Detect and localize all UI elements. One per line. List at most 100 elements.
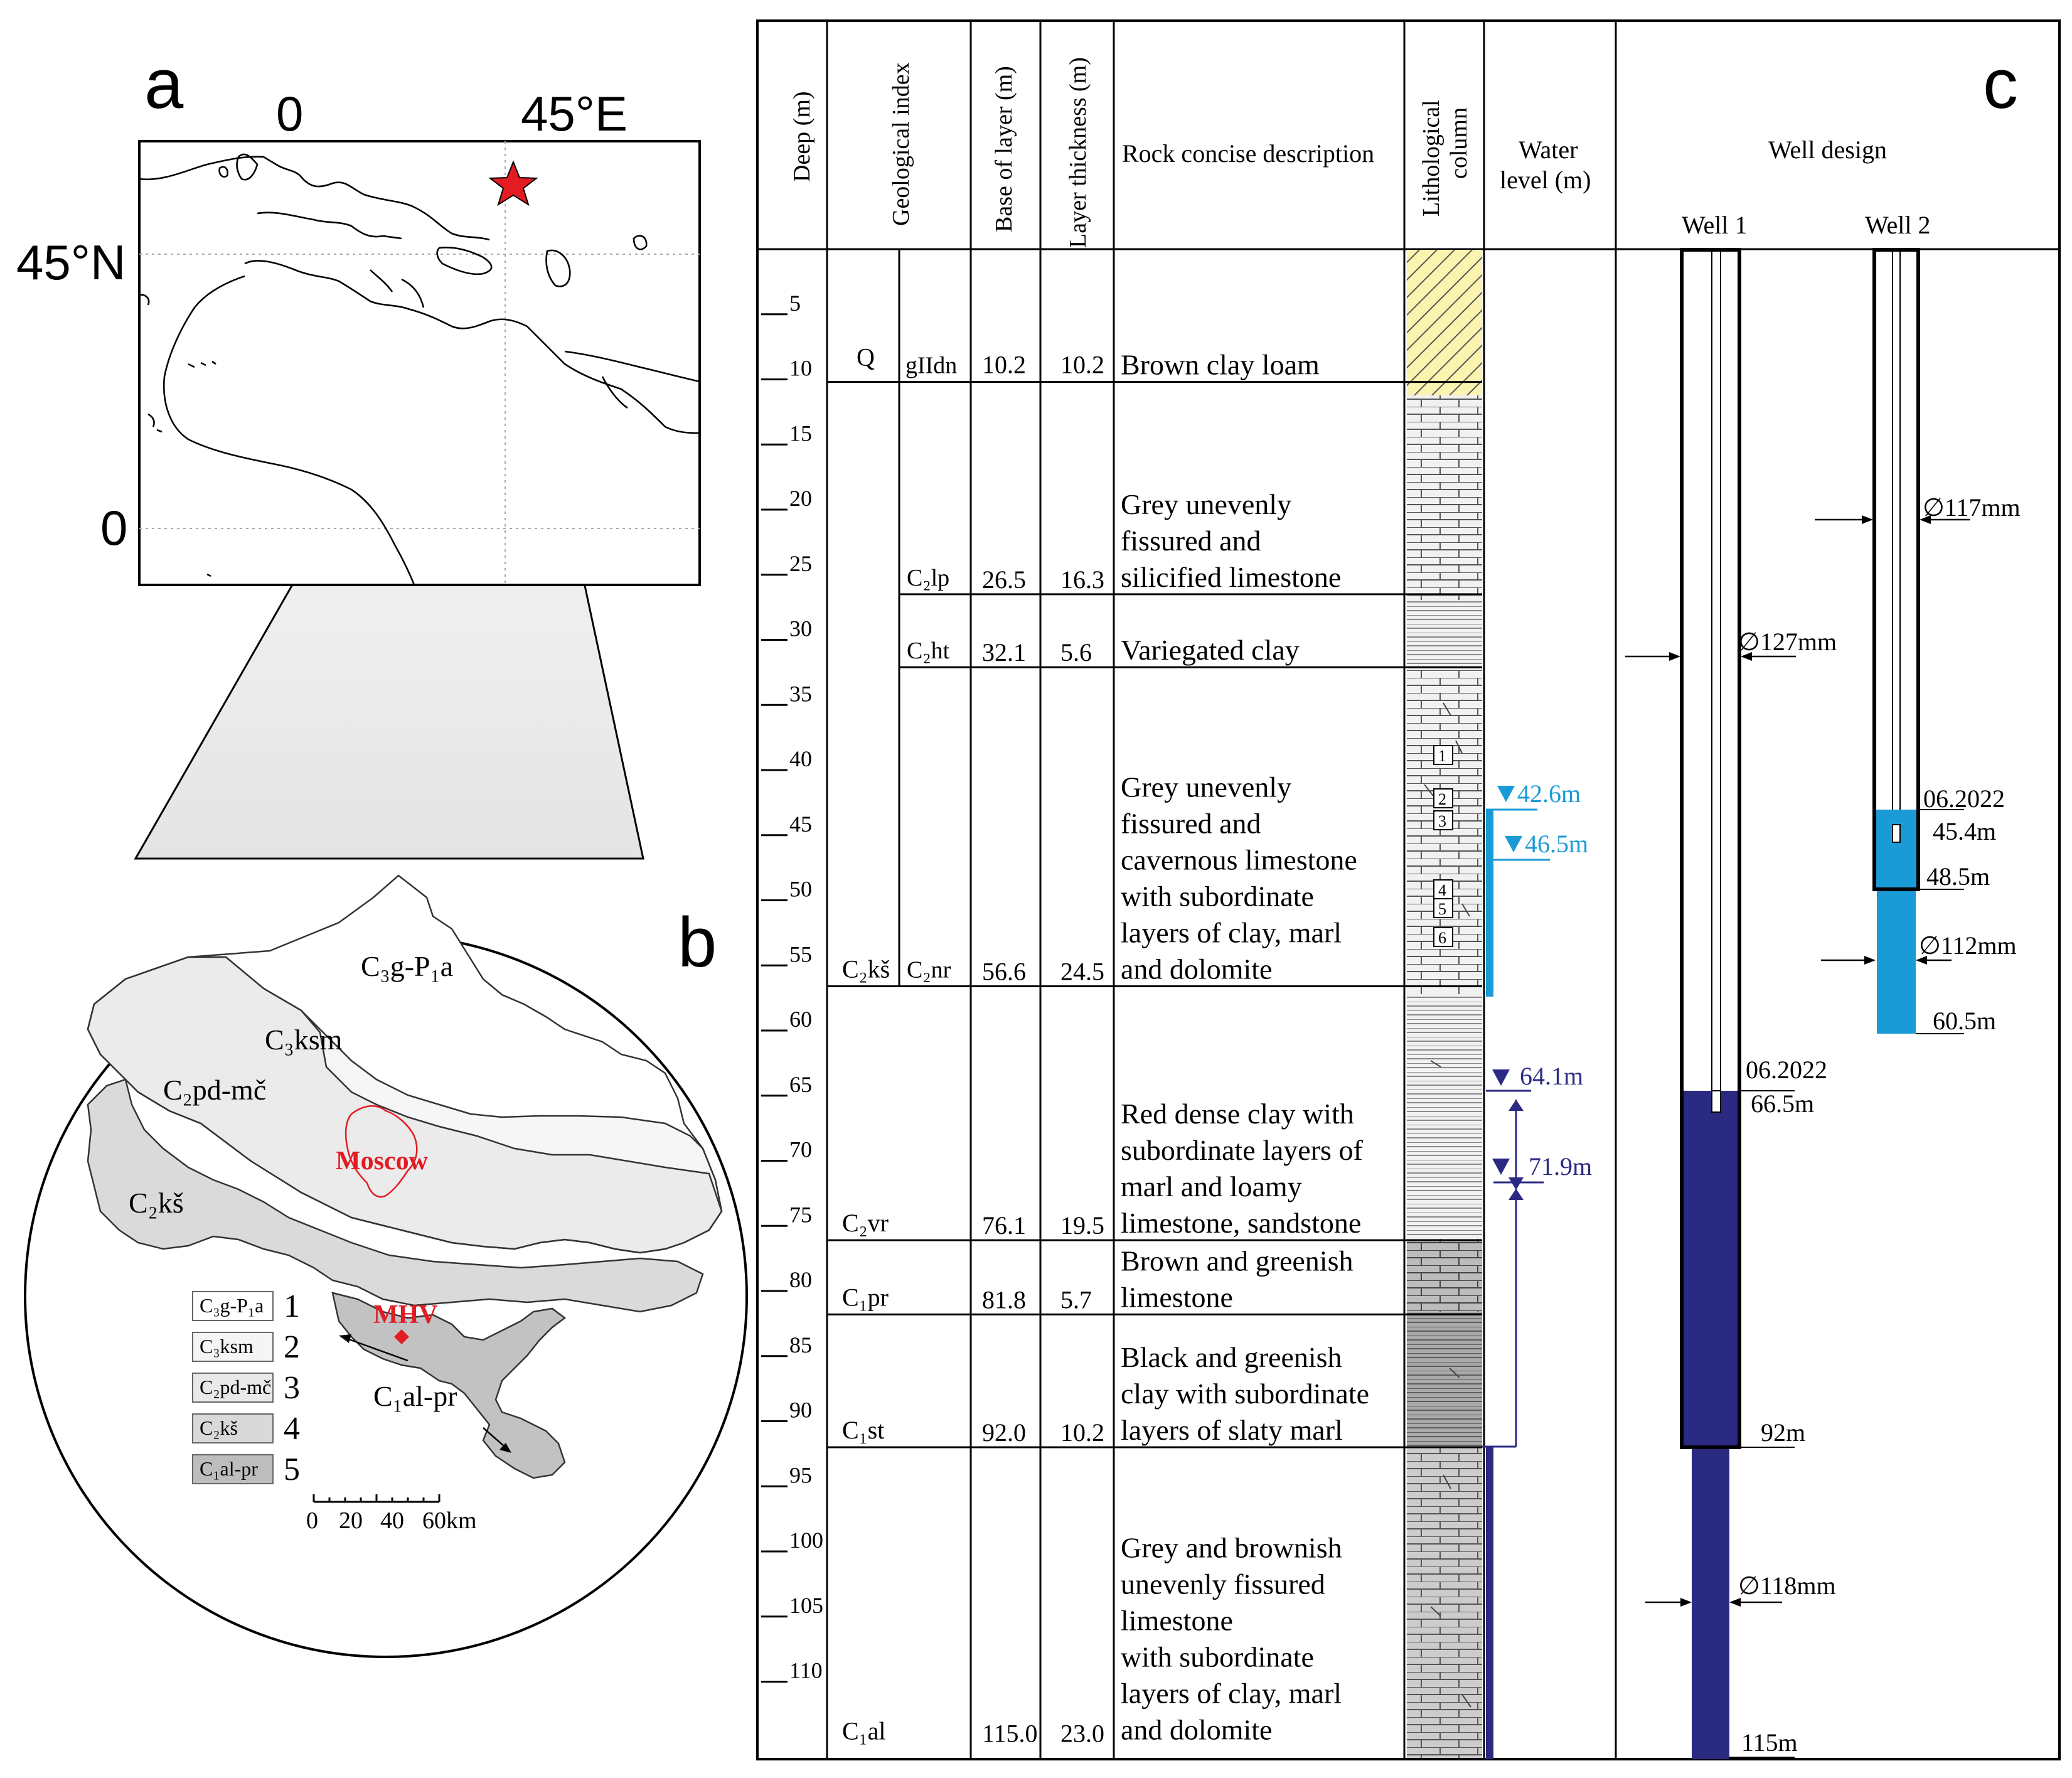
legend-number: 4: [284, 1411, 300, 1447]
depth-tick-label: 95: [789, 1462, 812, 1487]
label-c2pd-mc: C₂pd-mč: [163, 1074, 266, 1106]
scale-label-20: 20: [339, 1508, 363, 1534]
scale-bar: [312, 1494, 441, 1503]
extent-arrow-right-head-icon: [499, 1443, 511, 1453]
layer-base: 92.0: [982, 1418, 1026, 1447]
depth-tick-label: 70: [789, 1137, 812, 1162]
legend-code: C₂kš: [200, 1417, 238, 1439]
water-interval-upper: [1486, 810, 1493, 997]
litho-marker-label: 6: [1438, 929, 1446, 947]
well-1-water: [1682, 1091, 1739, 1447]
well-1-name: Well 1: [1682, 211, 1748, 239]
layer-description-line: with subordinate: [1121, 1641, 1314, 1673]
layer-index-main: C₁st: [842, 1416, 884, 1444]
layer-index-main: C₁al: [842, 1716, 886, 1745]
header-rock-description: Rock concise description: [1122, 139, 1374, 168]
layer-description-line: Black and greenish: [1121, 1341, 1342, 1373]
depth-tick-label: 10: [789, 356, 812, 381]
layer-description-line: with subordinate: [1121, 880, 1314, 912]
depth-tick-label: 40: [789, 746, 812, 771]
well-2-casing-bottom: 48.5m: [1926, 862, 1990, 891]
extent-arrow-left-icon: [341, 1336, 409, 1362]
litho-marker-box: [1433, 879, 1453, 899]
water-level-64-1: 64.1m: [1520, 1062, 1583, 1090]
header-column: column: [1446, 107, 1472, 179]
water-levels: 42.6m 46.5m 64.1m 71.9m: [1482, 779, 1592, 1759]
header-deep: Deep (m): [789, 91, 815, 182]
depth-tick-label: 100: [789, 1528, 823, 1553]
layer-thickness: 10.2: [1060, 351, 1104, 379]
water-level-71-9: 71.9m: [1529, 1152, 1592, 1181]
region-c2pd-mc: [87, 956, 723, 1254]
layer-description-line: fissured and: [1121, 807, 1261, 839]
layer-base: 81.8: [982, 1285, 1026, 1314]
legend-code: C₃ksm: [200, 1335, 254, 1358]
layer-index-sub: C₂nr: [907, 956, 951, 983]
panel-a-label: a: [144, 45, 184, 123]
extent-arrow-left-head-icon: [339, 1334, 351, 1343]
well-2-water: [1874, 810, 1918, 889]
label-c3g-p1a: C₃g-P₁a: [361, 950, 453, 982]
layer-thickness: 19.5: [1060, 1211, 1104, 1240]
layer-thickness: 10.2: [1060, 1418, 1104, 1447]
layer-index-main: C₂kš: [842, 955, 890, 983]
layer-description-line: layers of clay, marl: [1121, 916, 1342, 948]
well-2-name: Well 2: [1865, 211, 1931, 239]
header-base-of-layer: Base of layer (m): [991, 66, 1017, 232]
litho-marker-label: 1: [1438, 747, 1446, 765]
depth-tick-label: 20: [789, 486, 812, 511]
legend-number: 2: [284, 1329, 300, 1365]
litho-marker-box: [1433, 898, 1453, 918]
layer-description-line: limestone: [1121, 1281, 1233, 1313]
layer-index-main: C₂vr: [842, 1209, 889, 1237]
legend-code: C₂pd-mč: [200, 1376, 271, 1398]
header-well-design: Well design: [1768, 136, 1887, 164]
mhv-site-icon: [394, 1329, 409, 1344]
site-star-icon: [488, 160, 538, 206]
layer-description-line: Red dense clay with: [1121, 1098, 1354, 1130]
well-1-level: 66.5m: [1751, 1090, 1814, 1118]
lithological-column: [1407, 250, 1482, 1758]
depth-tick-label: 90: [789, 1398, 812, 1423]
well-1-date: 06.2022: [1746, 1056, 1827, 1084]
layer-description-line: Variegated clay: [1121, 634, 1300, 666]
water-level-42-6: 42.6m: [1517, 779, 1581, 808]
scale-label-40: 40: [380, 1508, 404, 1534]
layer-base: 76.1: [982, 1211, 1026, 1240]
layer-description-line: marl and loamy: [1121, 1170, 1302, 1202]
layer-description-line: Grey and brownish: [1121, 1531, 1342, 1563]
lat-label-45n: 45°N: [16, 235, 125, 290]
well-2-open-diameter: ∅112mm: [1919, 931, 2017, 960]
water-triangle-lower-2-icon: [1492, 1159, 1510, 1175]
layer-description-line: and dolomite: [1121, 1713, 1272, 1745]
layer-index-main: C₁pr: [842, 1283, 889, 1311]
water-triangle-upper-1-icon: [1497, 786, 1515, 802]
well-1-casing-diameter: ∅127mm: [1738, 628, 1837, 656]
legend-swatch: [192, 1373, 274, 1403]
layer-thickness: 16.3: [1060, 565, 1104, 594]
well-1-total-depth: 115m: [1741, 1728, 1798, 1757]
well-1-casing-bottom: 92m: [1761, 1418, 1805, 1447]
litho-marker-box: [1433, 788, 1453, 808]
label-c3ksm: C₃ksm: [265, 1024, 343, 1056]
layer-base: 32.1: [982, 638, 1026, 667]
depth-tick-label: 35: [789, 681, 812, 706]
layer-description-line: subordinate layers of: [1121, 1134, 1363, 1166]
legend-number: 5: [284, 1452, 300, 1487]
layer-description-line: Grey unevenly: [1121, 771, 1291, 803]
depth-tick-label: 15: [789, 420, 812, 446]
legend-swatch: [192, 1291, 274, 1321]
region-c1al-pr: [331, 1292, 567, 1479]
depth-tick-label: 30: [789, 616, 812, 641]
well-2-total-depth: 60.5m: [1933, 1007, 1996, 1035]
well-1-open-diameter: ∅118mm: [1738, 1572, 1836, 1600]
legend-code: C₁al-pr: [200, 1457, 258, 1480]
header-geological-index: Geological index: [888, 62, 914, 226]
layer-description-line: fissured and: [1121, 525, 1261, 557]
